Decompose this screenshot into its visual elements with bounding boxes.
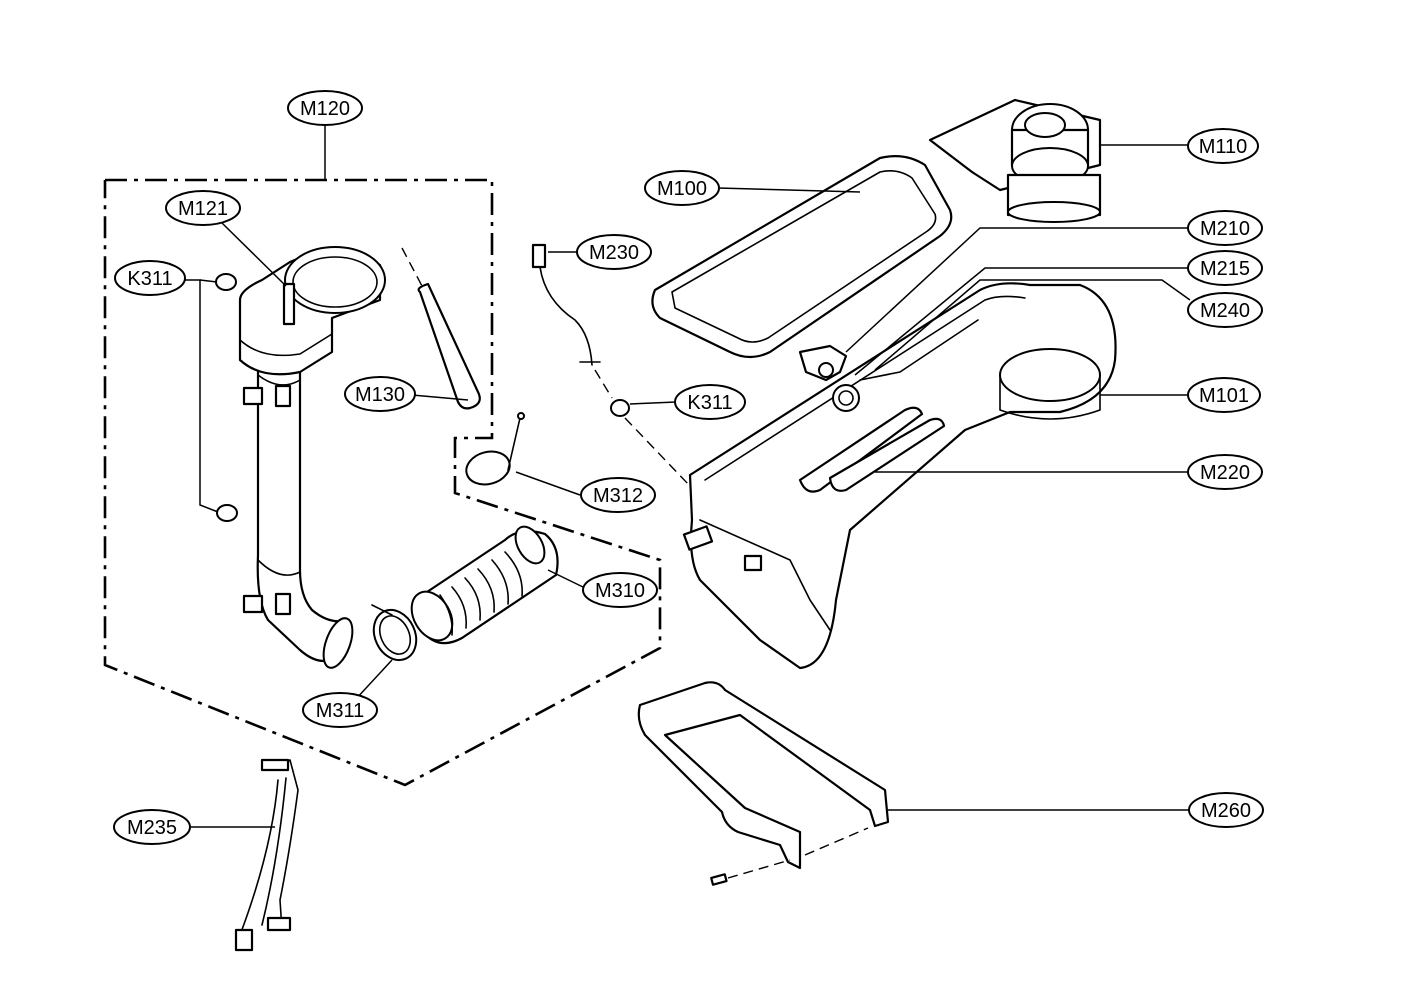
label-m101: M101 [1199,385,1249,407]
callout-k311-left: K311 [114,260,186,296]
callout-m100: M100 [644,170,720,206]
m215-m240-leaders [832,267,1191,412]
label-m235: M235 [127,817,177,839]
m130-hose-part [401,247,481,410]
callout-m215: M215 [1187,250,1263,286]
callout-m260: M260 [1188,792,1264,828]
k311-grommet-parts-left [185,273,238,522]
m311-clamp-part [354,604,418,701]
callout-m312: M312 [580,477,656,513]
label-m215: M215 [1200,258,1250,280]
label-k311-right: K311 [687,392,732,414]
k311-grommet-part-right [610,399,691,487]
m210-sensor-part [798,227,1190,382]
label-m120: M120 [300,98,350,120]
label-m100: M100 [657,178,707,200]
label-m210: M210 [1200,218,1250,240]
callout-m210: M210 [1187,210,1263,246]
label-m110: M110 [1199,136,1248,158]
callout-m121: M121 [165,190,287,287]
label-m310: M310 [595,580,645,602]
label-m240: M240 [1200,300,1250,322]
callout-m310: M310 [582,572,658,608]
label-m121: M121 [178,198,228,220]
callout-k311-right: K311 [674,384,746,420]
callout-m240: M240 [1187,292,1263,328]
callout-m110: M110 [1187,128,1259,164]
m110-fan-motor-part [928,98,1188,223]
callout-m130: M130 [344,376,416,412]
m235-wire-harness-part [191,758,299,952]
callout-m311: M311 [302,692,378,728]
label-m311: M311 [316,700,365,722]
m220-heater-part [798,319,1188,493]
callout-m235: M235 [113,809,191,845]
m312-clamp-part [465,412,581,496]
m230-sensor-wire-part [531,243,613,399]
label-m260: M260 [1201,800,1251,822]
label-m312: M312 [593,485,643,507]
label-m220: M220 [1200,462,1250,484]
vertical-duct-part [238,246,386,669]
m120-assembly-boundary [103,125,662,787]
label-k311-left: K311 [127,268,172,290]
m260-bracket-part [637,681,1190,886]
m310-bellows-part [410,525,586,645]
label-m130: M130 [355,384,405,406]
callout-m220: M220 [1187,454,1263,490]
label-m230: M230 [589,242,639,264]
callout-m230: M230 [576,234,652,270]
callout-m120: M120 [287,90,363,126]
m100-cover-part [651,155,953,359]
m101-duct-housing-part [682,282,1188,670]
callout-m101: M101 [1187,377,1261,413]
